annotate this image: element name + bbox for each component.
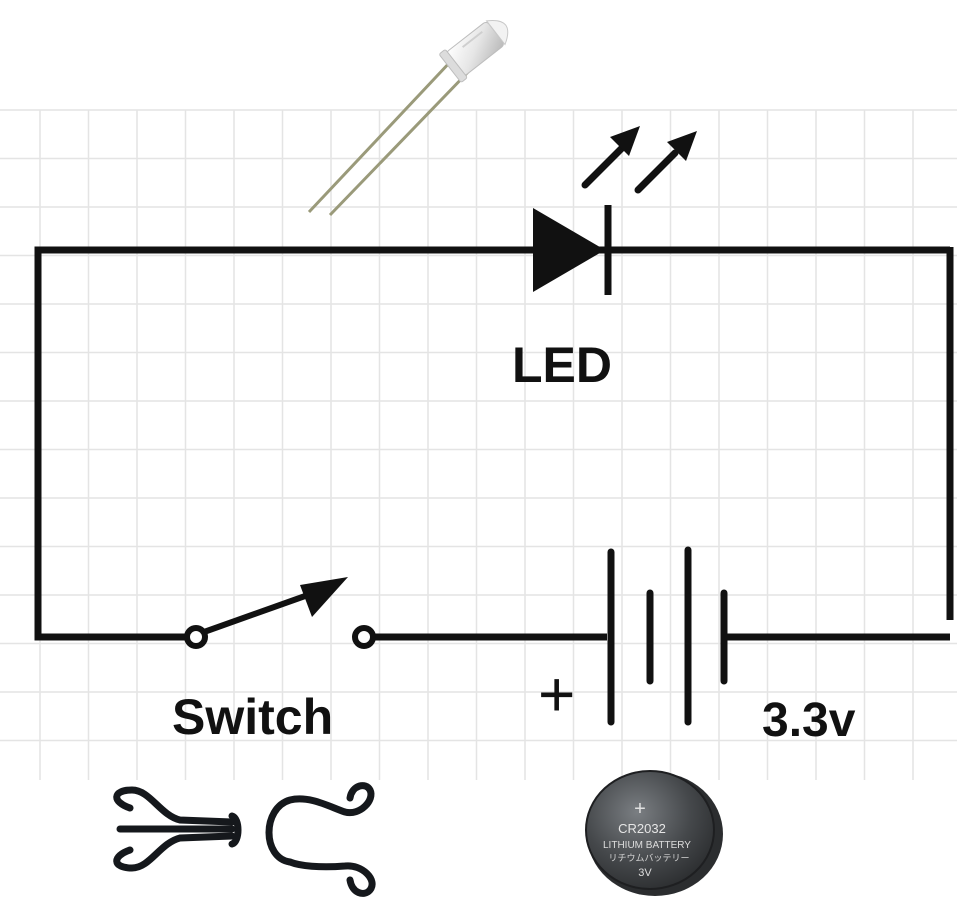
switch-symbol <box>184 577 376 649</box>
coin-cell-photo: + CR2032 LITHIUM BATTERY リチウムバッテリー 3V <box>585 770 723 896</box>
coin-model: CR2032 <box>618 821 666 836</box>
battery-symbol <box>607 546 728 726</box>
background-grid <box>0 109 957 780</box>
led-light-arrows <box>581 144 679 194</box>
coin-plus-mark: + <box>634 798 646 820</box>
switch-terminal-left <box>184 625 208 649</box>
coin-voltage: 3V <box>638 867 652 879</box>
switch-lever <box>202 587 324 635</box>
switch-arrow-head <box>300 577 348 617</box>
top-wire <box>34 246 950 641</box>
circuit-wires <box>34 246 954 641</box>
arrow-head-1 <box>610 126 640 156</box>
battery-plus-label: + <box>538 658 576 730</box>
led-diode-triangle <box>533 208 605 292</box>
led-symbol <box>533 126 697 295</box>
hook-and-eye-photo <box>113 782 376 897</box>
coin-japanese: リチウムバッテリー <box>608 853 689 864</box>
coin-type: LITHIUM BATTERY <box>603 840 691 851</box>
led-label: LED <box>512 337 612 393</box>
arrow-head-2 <box>667 131 697 161</box>
voltage-label: 3.3v <box>762 694 856 747</box>
switch-terminal-right <box>352 625 376 649</box>
switch-label: Switch <box>172 689 334 745</box>
led-photo <box>307 19 509 217</box>
